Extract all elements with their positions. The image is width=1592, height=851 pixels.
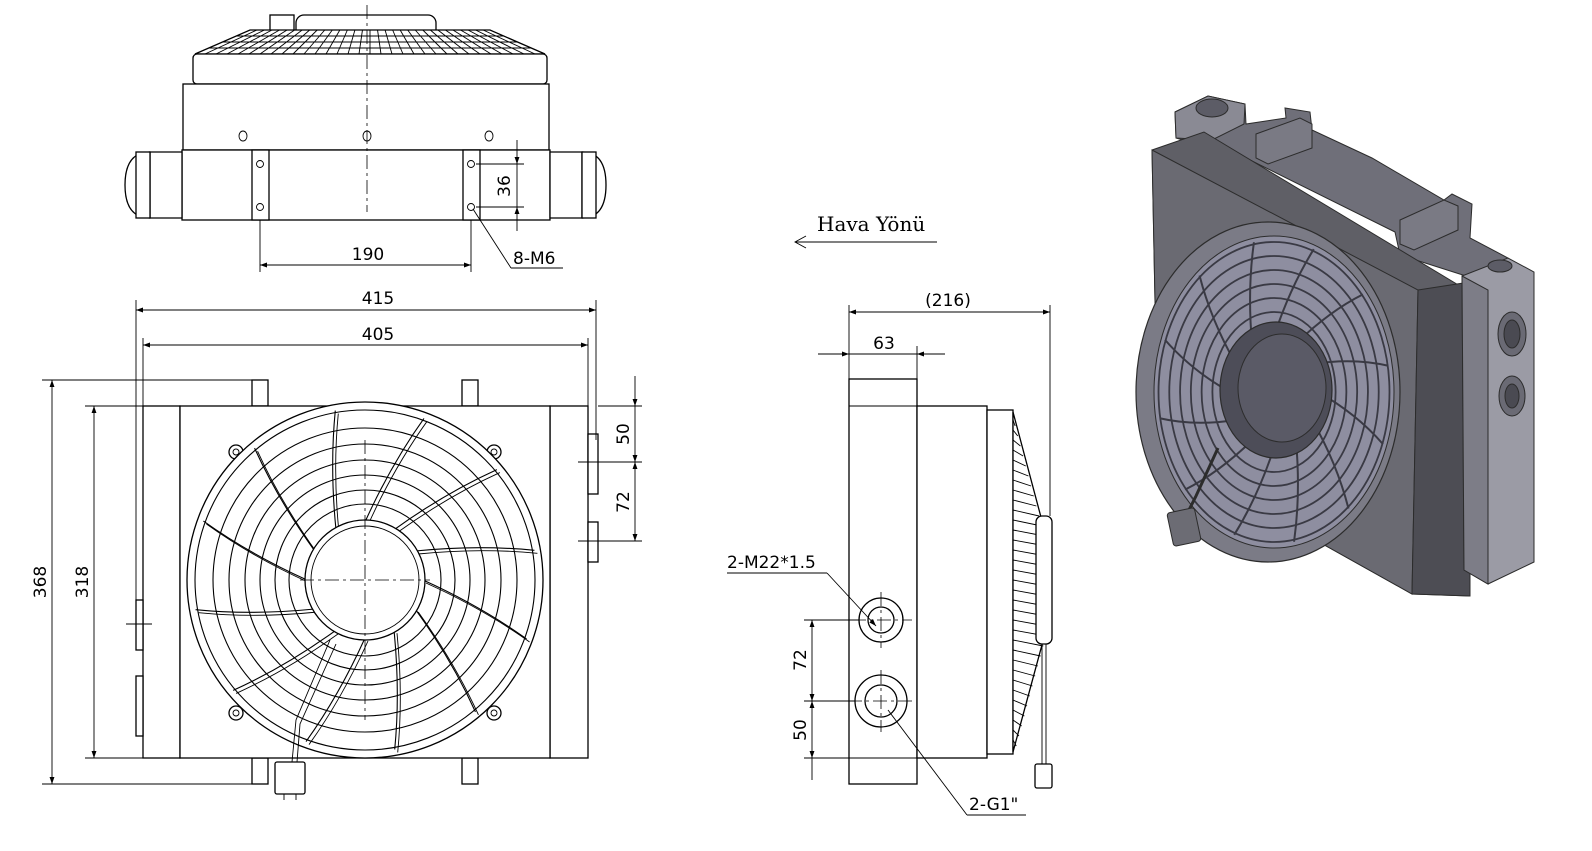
dim-overall-width: 415 — [362, 289, 394, 309]
side-view: (216) 63 72 50 2-M22*1.5 2-G1" — [727, 291, 1053, 816]
fan-grille — [186, 401, 544, 759]
dim-side-tank-depth: 63 — [873, 334, 895, 354]
dim-overall-height: 368 — [31, 566, 51, 598]
callout-thread: 2-M22*1.5 — [727, 553, 816, 573]
dim-side-port-spacing: 72 — [791, 649, 811, 671]
dim-front-port-offset-top: 50 — [614, 423, 634, 445]
callout-port: 2-G1" — [969, 795, 1018, 815]
dim-side-port-offset-bottom: 50 — [791, 719, 811, 741]
front-view: 415 405 368 318 50 72 — [31, 289, 642, 800]
dim-core-height: 318 — [73, 566, 93, 598]
isometric-view — [1135, 95, 1535, 597]
dim-side-depth-total: (216) — [925, 291, 971, 311]
dim-top-hole-pitch: 36 — [495, 175, 515, 197]
dim-core-width: 405 — [362, 325, 394, 345]
dim-top-hole-spacing: 190 — [352, 245, 384, 265]
callout-bolt: 8-M6 — [513, 249, 555, 269]
top-view: 190 36 8-M6 — [124, 5, 607, 272]
dim-front-port-spacing: 72 — [614, 491, 634, 513]
air-direction: Hava Yönü — [794, 212, 937, 249]
air-direction-label: Hava Yönü — [817, 212, 925, 236]
